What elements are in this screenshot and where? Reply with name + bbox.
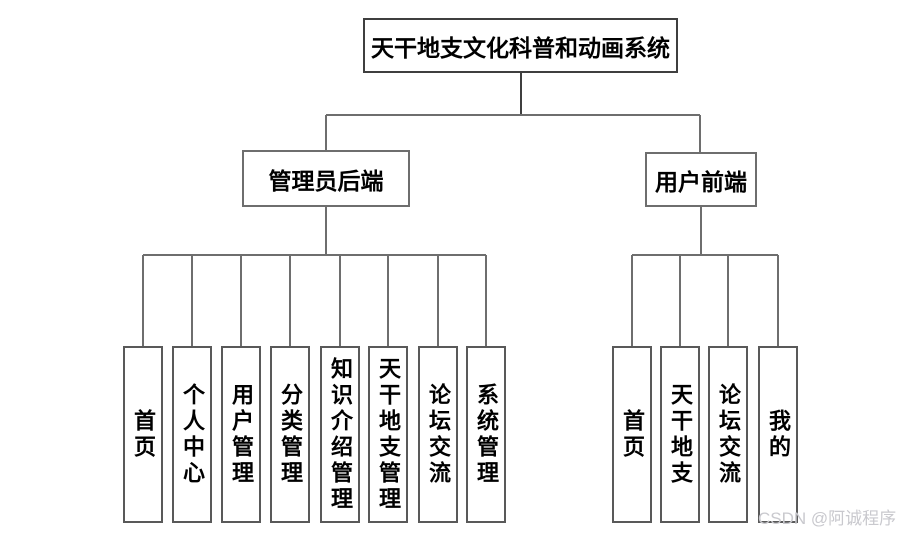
node-label: 用户前端 — [655, 168, 747, 195]
node-label: 天干地支文化科普和动画系统 — [371, 34, 670, 61]
csdn-watermark: CSDN @阿诚程序 — [758, 509, 897, 528]
node-label: 首页 — [131, 408, 156, 461]
node-user-forum-exchange: 论坛交流 — [708, 346, 748, 523]
node-label: 系统管理 — [474, 382, 499, 487]
node-label: 天干地支管理 — [376, 356, 401, 513]
node-label: 我的 — [766, 408, 791, 461]
node-label: 用户管理 — [229, 382, 254, 487]
node-label: 天干地支 — [668, 382, 693, 487]
node-admin-home: 首页 — [123, 346, 163, 523]
node-admin-system-management: 系统管理 — [466, 346, 506, 523]
node-system-root: 天干地支文化科普和动画系统 — [363, 18, 678, 73]
node-user-mine: 我的 — [758, 346, 798, 523]
node-user-home: 首页 — [612, 346, 652, 523]
node-label: 个人中心 — [180, 382, 205, 487]
node-label: 论坛交流 — [716, 382, 741, 487]
node-label: 管理员后端 — [268, 167, 384, 194]
node-label: 分类管理 — [278, 382, 303, 487]
node-admin-backend: 管理员后端 — [242, 150, 410, 207]
node-label: 论坛交流 — [426, 382, 451, 487]
node-admin-category-management: 分类管理 — [270, 346, 310, 523]
node-label: 首页 — [620, 408, 645, 461]
node-user-frontend: 用户前端 — [645, 152, 757, 207]
node-label: 知识介绍管理 — [328, 356, 353, 513]
node-admin-personal-center: 个人中心 — [172, 346, 212, 523]
node-admin-tiangan-dizhi-management: 天干地支管理 — [368, 346, 408, 523]
node-admin-forum-exchange: 论坛交流 — [418, 346, 458, 523]
node-admin-user-management: 用户管理 — [221, 346, 261, 523]
node-user-tiangan-dizhi: 天干地支 — [660, 346, 700, 523]
node-admin-knowledge-intro-management: 知识介绍管理 — [320, 346, 360, 523]
